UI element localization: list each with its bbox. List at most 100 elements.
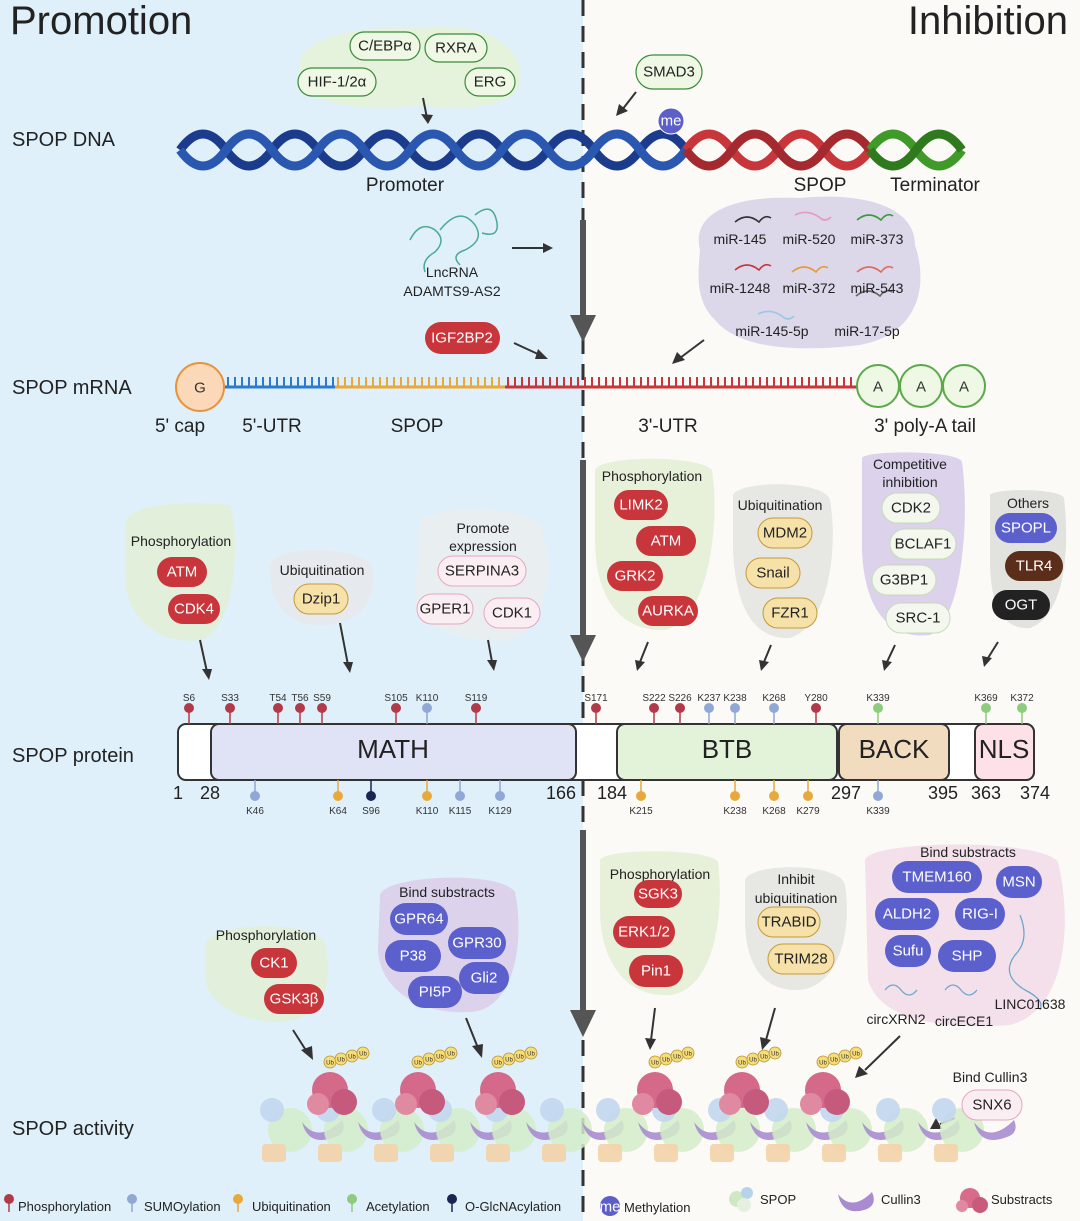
ub-label: Ub	[436, 1055, 444, 1061]
ub-bead	[524, 1046, 538, 1060]
pill-smad3-label: SMAD3	[643, 64, 695, 81]
pill-gpr64-label: GPR64	[394, 911, 443, 928]
site-below-k215: K215	[629, 780, 653, 817]
header-inhibition: Inhibition	[908, 0, 1068, 43]
site-above-label: T54	[269, 693, 287, 704]
site-above-label: K238	[723, 693, 747, 704]
pill-msn	[996, 866, 1042, 898]
spop-base	[598, 1144, 622, 1162]
site-above-s105: S105	[384, 693, 408, 724]
pill-grk2	[607, 561, 663, 591]
mirna-label-3: miR-373	[851, 231, 904, 247]
legend-spop: SPOP	[729, 1187, 796, 1212]
mrna-strand	[225, 377, 860, 389]
pill-hif	[297, 67, 377, 97]
site-above-label: S171	[584, 693, 608, 704]
ub-label: Ub	[516, 1055, 524, 1061]
legend-label-substrate: Substracts	[991, 1192, 1053, 1207]
divider-arrow-1-head	[570, 315, 596, 342]
pill-cdk1	[483, 597, 541, 629]
pill-msn-label: MSN	[1002, 874, 1035, 891]
pill-sufu	[885, 935, 931, 967]
domain-btb	[616, 723, 838, 781]
arrow-igf2bp2-head	[535, 349, 548, 359]
site-above-label: T56	[291, 693, 309, 704]
legend-label-methyl: Methylation	[624, 1200, 690, 1215]
ub-label: Ub	[852, 1052, 860, 1058]
site-above-label: S226	[668, 693, 692, 704]
ub-label: Ub	[527, 1052, 535, 1058]
pill-spopl	[995, 513, 1057, 543]
pos-374: 374	[1020, 783, 1050, 803]
group-title-promote-1: Promote	[457, 520, 510, 536]
group-title-ubiq-right: Ubiquitination	[738, 497, 823, 513]
pill-rigi-label: RIG-I	[962, 906, 998, 923]
spop-unit-part	[540, 1098, 564, 1122]
legend-ubiq: Ubiquitination	[233, 1194, 331, 1214]
legend-label-sumo: SUMOylation	[144, 1199, 221, 1214]
ub-label: Ub	[337, 1058, 345, 1064]
pill-erk12	[613, 916, 675, 948]
ub-label: Ub	[414, 1061, 422, 1067]
act-extra-circece1: circECE1	[935, 1013, 994, 1029]
domain-back	[838, 723, 950, 781]
poly-a-tail: A A A	[856, 364, 986, 408]
pill-ogt-label: OGT	[1005, 597, 1038, 614]
mirna-label-8: miR-17-5p	[834, 323, 900, 339]
spop-unit-part	[932, 1098, 956, 1122]
ub-label: Ub	[447, 1052, 455, 1058]
pill-ck1-label: CK1	[259, 955, 288, 972]
pill-gsk3b	[264, 984, 324, 1014]
pill-ck1	[251, 948, 297, 978]
poly-a-1: A	[873, 379, 883, 396]
act-title-inhibit-2: ubiquitination	[755, 890, 838, 906]
spop-base	[654, 1144, 678, 1162]
site-above-label: S105	[384, 693, 408, 704]
pill-tmem160-label: TMEM160	[902, 869, 971, 886]
pill-trim28	[767, 943, 835, 975]
activity-groups: Phosphorylation CK1 GSK3β Bind substract…	[216, 844, 1066, 1029]
dna-helix	[176, 129, 966, 171]
pill-smad3	[635, 54, 703, 90]
domain-nls-label: NLS	[979, 734, 1030, 764]
group-title-competitive-1: Competitive	[873, 456, 947, 472]
site-above-label: K110	[416, 693, 439, 704]
arrow-igf2bp2	[513, 342, 541, 356]
site-above-label: K339	[866, 693, 890, 704]
pill-dzip1-label: Dzip1	[302, 591, 340, 608]
pos-1: 1	[173, 783, 183, 803]
activity-arrow-heads	[301, 1037, 942, 1129]
site-above-y280: Y280	[804, 693, 828, 724]
act-title-inhibit-1: Inhibit	[777, 871, 814, 887]
pill-trim28-label: TRIM28	[774, 951, 827, 968]
site-above-label: S33	[221, 693, 239, 704]
act-title-phos-left: Phosphorylation	[216, 927, 316, 943]
pill-serpina3-label: SERPINA3	[445, 563, 519, 580]
ub-label: Ub	[494, 1061, 502, 1067]
mrna-label-spop: SPOP	[391, 416, 444, 437]
pill-tmem160	[892, 861, 982, 893]
site-below-label: K115	[449, 806, 472, 817]
lncrna-label-1: LncRNA	[426, 264, 479, 280]
group-title-promote-2: expression	[449, 538, 517, 554]
mrna-cap-letter: G	[194, 380, 206, 397]
group-title-others: Others	[1007, 495, 1049, 511]
ub-label: Ub	[651, 1061, 659, 1067]
dna-terminator-strand-b	[866, 129, 966, 171]
pill-igf2bp2-label: IGF2BP2	[431, 330, 493, 347]
svg-text:me: me	[600, 1199, 621, 1216]
mrna-cap	[175, 362, 225, 412]
pill-dzip1	[293, 583, 349, 615]
site-below-label: K268	[762, 806, 786, 817]
spop-base	[766, 1144, 790, 1162]
pill-gper1	[416, 593, 474, 625]
site-above-label: S59	[313, 693, 331, 704]
ub-label: Ub	[673, 1055, 681, 1061]
cullin-title: Bind Cullin3	[953, 1069, 1028, 1085]
spop-unit-part	[876, 1098, 900, 1122]
mirna-label-1: miR-145	[714, 231, 767, 247]
dna-label-terminator: Terminator	[890, 175, 980, 196]
site-below-label: K46	[246, 806, 264, 817]
